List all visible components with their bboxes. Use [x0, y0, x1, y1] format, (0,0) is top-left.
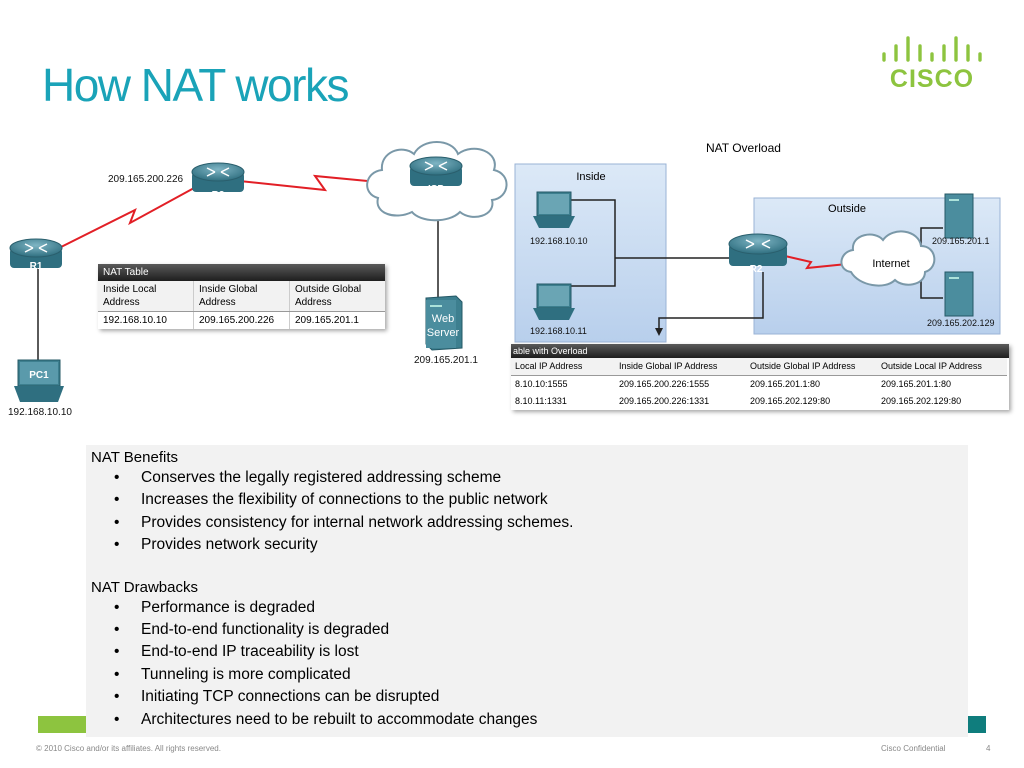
- web-server-label-1: Web: [432, 313, 454, 325]
- nat-overload-header: Local IP Address: [511, 358, 615, 376]
- web-server-icon: Web Server: [425, 295, 463, 351]
- list-item: Provides network security: [114, 534, 968, 557]
- nat-table-title: NAT Table: [98, 264, 385, 281]
- nat-overload-header: Outside Local IP Address: [877, 358, 1007, 376]
- pc-10-icon: [533, 191, 575, 228]
- list-item: End-to-end IP traceability is lost: [114, 641, 968, 664]
- nat-overload-header: Outside Global IP Address: [746, 358, 877, 376]
- nat-overload-cell: 209.165.200.226:1331: [619, 396, 710, 406]
- router-isp-label: ISP: [428, 184, 444, 195]
- pc1-overload-ip: 192.168.10.10: [530, 236, 588, 246]
- nat-overload-cell: 8.10.11:1331: [515, 396, 567, 406]
- inside-label: Inside: [576, 171, 605, 183]
- nat-table-header-row: Inside Local Address Inside Global Addre…: [98, 281, 385, 312]
- nat-overload-cell: 209.165.202.129:80: [881, 396, 962, 406]
- cisco-logo-text: CISCO: [890, 65, 974, 92]
- list-item: Tunneling is more complicated: [114, 664, 968, 687]
- footer-confidential: Cisco Confidential: [881, 744, 946, 753]
- teal-accent-bar: [968, 716, 986, 733]
- nat-table-header: Inside Local Address: [98, 281, 194, 312]
- table-row: 192.168.10.10 209.165.200.226 209.165.20…: [98, 311, 385, 329]
- drawbacks-list: Performance is degraded End-to-end funct…: [86, 597, 968, 732]
- list-item: Initiating TCP connections can be disrup…: [114, 686, 968, 709]
- pc-11-icon: [533, 283, 575, 320]
- list-item: Provides consistency for internal networ…: [114, 512, 968, 535]
- router-r1-label: R1: [30, 261, 43, 272]
- serial-link-r1-r2: [54, 181, 206, 251]
- r2-ip-label: 209.165.200.226: [108, 174, 184, 185]
- router-isp-icon: ISP: [409, 156, 463, 195]
- list-item: Architectures need to be rebuilt to acco…: [114, 709, 968, 732]
- nat-overload-table-title: able with Overload: [511, 344, 1009, 358]
- page-title: How NAT works: [42, 59, 349, 111]
- internet-label: Internet: [872, 258, 909, 270]
- nat-table-cell: 192.168.10.10: [98, 311, 194, 329]
- pc1-icon: PC1: [14, 359, 64, 402]
- pc1-ip-label: 192.168.10.10: [8, 407, 72, 418]
- router-r1-icon: R1: [9, 238, 63, 272]
- nat-overload-cell: 209.165.202.129:80: [750, 396, 831, 406]
- nat-table-header: Inside Global Address: [193, 281, 290, 312]
- nat-table-cell: 209.165.201.1: [295, 315, 359, 326]
- server-2-icon: [944, 271, 974, 317]
- nat-table-cell: 209.165.200.226: [193, 311, 290, 329]
- nat-table-header: Outside Global Address: [289, 281, 385, 312]
- list-item: Increases the flexibility of connections…: [114, 489, 968, 512]
- list-item: Performance is degraded: [114, 597, 968, 620]
- server2-overload-ip: 209.165.202.129: [927, 318, 995, 328]
- router-r2-overload-label: R2: [750, 264, 763, 275]
- nat-overload-title: NAT Overload: [706, 141, 781, 155]
- router-r2-label: R2: [212, 190, 225, 201]
- nat-overload-header-row: Local IP Address Inside Global IP Addres…: [511, 358, 1007, 376]
- cisco-logo: CISCO: [880, 36, 990, 93]
- nat-overload-table: able with Overload Local IP Address Insi…: [511, 344, 1009, 410]
- nat-overload-cell: 209.165.200.226:1555: [619, 379, 710, 389]
- benefits-drawbacks-box: NAT Benefits Conserves the legally regis…: [86, 445, 968, 737]
- benefits-heading: NAT Benefits: [91, 449, 178, 466]
- server1-overload-ip: 209.165.201.1: [932, 236, 990, 246]
- table-row: 8.10.11:1331 209.165.200.226:1331 209.16…: [511, 393, 1007, 410]
- footer-copyright: © 2010 Cisco and/or its affiliates. All …: [36, 744, 221, 753]
- server-1-icon: [944, 193, 974, 239]
- router-r2-overload-icon: R2: [728, 233, 788, 275]
- left-network-diagram: ISP R2 R1 PC1 Web Server: [9, 141, 508, 402]
- nat-table: NAT Table Inside Local Address Inside Gl…: [98, 264, 385, 329]
- list-item: End-to-end functionality is degraded: [114, 619, 968, 642]
- footer-page-number: 4: [986, 744, 991, 753]
- router-r2-icon: R2: [191, 162, 245, 201]
- benefits-list: Conserves the legally registered address…: [86, 467, 968, 557]
- table-row: 8.10.10:1555 209.165.200.226:1555 209.16…: [511, 376, 1007, 394]
- nat-overload-cell: 209.165.201.1:80: [881, 379, 952, 389]
- green-accent-bar: [38, 716, 86, 733]
- nat-overload-diagram: Inside Outside Internet R2: [514, 163, 1001, 343]
- drawbacks-heading: NAT Drawbacks: [91, 578, 198, 596]
- nat-overload-cell: 209.165.201.1:80: [750, 379, 821, 389]
- pc1-label: PC1: [29, 370, 49, 381]
- nat-overload-header: Inside Global IP Address: [615, 358, 746, 376]
- internet-cloud-icon: Internet: [840, 230, 936, 287]
- server-ip-label: 209.165.201.1: [414, 355, 478, 366]
- web-server-label-2: Server: [427, 327, 460, 339]
- list-item: Conserves the legally registered address…: [114, 467, 968, 490]
- nat-overload-cell: 8.10.10:1555: [515, 379, 568, 389]
- outside-label: Outside: [828, 203, 866, 215]
- pc2-overload-ip: 192.168.10.11: [530, 326, 587, 336]
